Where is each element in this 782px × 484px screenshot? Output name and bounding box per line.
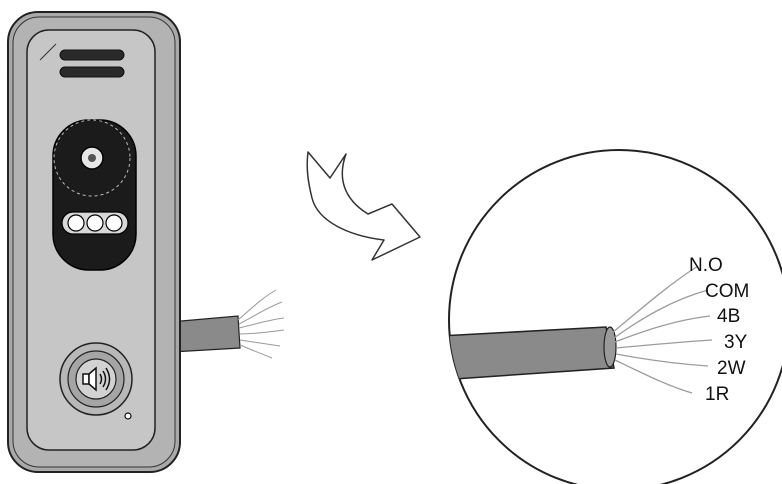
wire-com (613, 289, 709, 339)
wire-label-4b: 4B (717, 306, 740, 327)
panel-cable (169, 289, 285, 359)
wire-2w (615, 353, 709, 367)
wire-1r (614, 359, 693, 394)
magnified-cable (449, 326, 615, 381)
camera-lens-icon (80, 146, 104, 170)
wire-label-com: COM (705, 281, 749, 302)
wire-label-2w: 2W (717, 358, 746, 379)
wire-label-1r: 1R (705, 384, 729, 405)
camera-window (52, 119, 137, 271)
curved-arrow-icon (306, 151, 421, 261)
speaker-grille (59, 49, 125, 78)
magnified-view: N.O COM 4B 3Y 2W 1R (448, 149, 782, 484)
wire-label-3y: 3Y (724, 332, 748, 353)
wire-label-no: N.O (689, 255, 723, 276)
door-station (7, 11, 285, 473)
wire-4b (614, 315, 711, 343)
pinhole (124, 412, 132, 420)
speaker-icon (82, 366, 111, 392)
wire-bundle (611, 265, 713, 394)
call-button[interactable] (59, 342, 133, 416)
ir-led-strip (61, 211, 129, 235)
wire-no (611, 265, 699, 334)
wire-3y (615, 339, 713, 349)
